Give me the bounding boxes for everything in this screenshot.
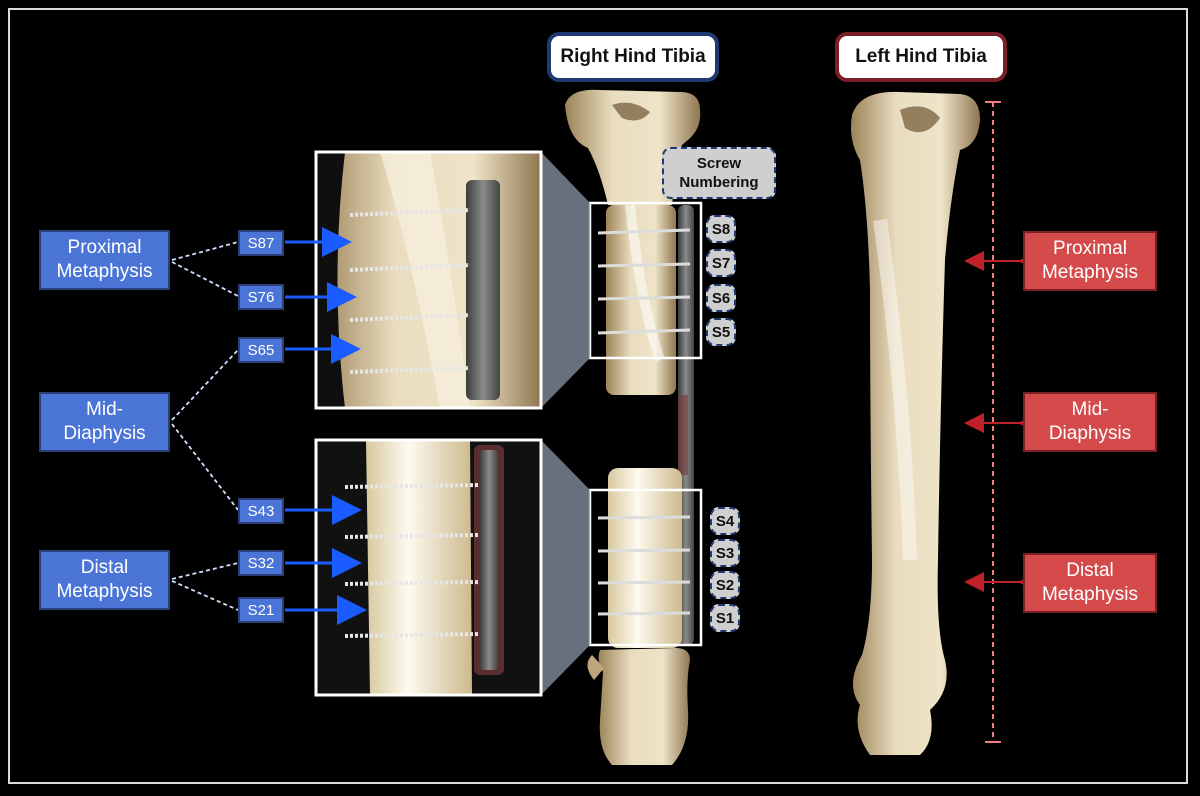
- region-label-line2: Diaphysis: [1048, 423, 1132, 444]
- screw-pair-s87: S87: [238, 230, 284, 256]
- right-tibia-title: Right Hind Tibia: [547, 32, 719, 82]
- screw-number-s3: S3: [710, 539, 740, 567]
- region-label-line1: Distal: [80, 557, 129, 578]
- screw-pair-s32: S32: [238, 550, 284, 576]
- screw-numbering-line2: Numbering: [679, 174, 759, 191]
- zoom-connector-bottom: [541, 440, 590, 695]
- screw-number-s7: S7: [706, 249, 736, 277]
- left-tibia-title: Left Hind Tibia: [835, 32, 1007, 82]
- screw-numbering-line1: Screw: [696, 155, 742, 172]
- screw-arrows: [285, 227, 367, 625]
- screw-number-s5: S5: [706, 318, 736, 346]
- outer-frame: [8, 8, 1188, 784]
- right-region-proximal-metaphysis: Proximal Metaphysis: [39, 230, 170, 290]
- right-region-mid-diaphysis: Mid- Diaphysis: [39, 392, 170, 452]
- length-measure: [964, 101, 1038, 743]
- screw-numbering-label: Screw Numbering: [662, 147, 776, 199]
- screw-pair-s43: S43: [238, 498, 284, 524]
- region-label-line1: Proximal: [67, 237, 142, 258]
- screw-number-s4: S4: [710, 507, 740, 535]
- region-label-line2: Metaphysis: [56, 261, 153, 282]
- region-label-line2: Diaphysis: [63, 423, 146, 444]
- screw-number-s1: S1: [710, 604, 740, 632]
- zoom-connector-top: [541, 152, 590, 408]
- zoom-panel-distal: [314, 438, 543, 697]
- screw-pair-s65: S65: [238, 337, 284, 363]
- left-region-distal-metaphysis: Distal Metaphysis: [1023, 553, 1157, 613]
- screw-number-s6: S6: [706, 284, 736, 312]
- screw-pair-s76: S76: [238, 284, 284, 310]
- zoom-panel-proximal: [314, 150, 543, 410]
- region-label-line1: Distal: [1066, 560, 1114, 581]
- region-label-line2: Metaphysis: [1041, 584, 1139, 605]
- screw-number-s8: S8: [706, 215, 736, 243]
- region-connectors: [171, 241, 239, 611]
- region-label-line1: Mid-: [1071, 399, 1109, 420]
- left-tibia-bone: [851, 91, 980, 755]
- region-label-line1: Mid-: [86, 399, 123, 420]
- region-label-line2: Metaphysis: [56, 581, 153, 602]
- right-region-distal-metaphysis: Distal Metaphysis: [39, 550, 170, 610]
- region-label-line2: Metaphysis: [1041, 262, 1139, 283]
- left-region-proximal-metaphysis: Proximal Metaphysis: [1023, 231, 1157, 291]
- screw-pair-s21: S21: [238, 597, 284, 623]
- screw-number-s2: S2: [710, 571, 740, 599]
- left-region-mid-diaphysis: Mid- Diaphysis: [1023, 392, 1157, 452]
- region-label-line1: Proximal: [1053, 238, 1127, 259]
- right-screws: [597, 228, 691, 616]
